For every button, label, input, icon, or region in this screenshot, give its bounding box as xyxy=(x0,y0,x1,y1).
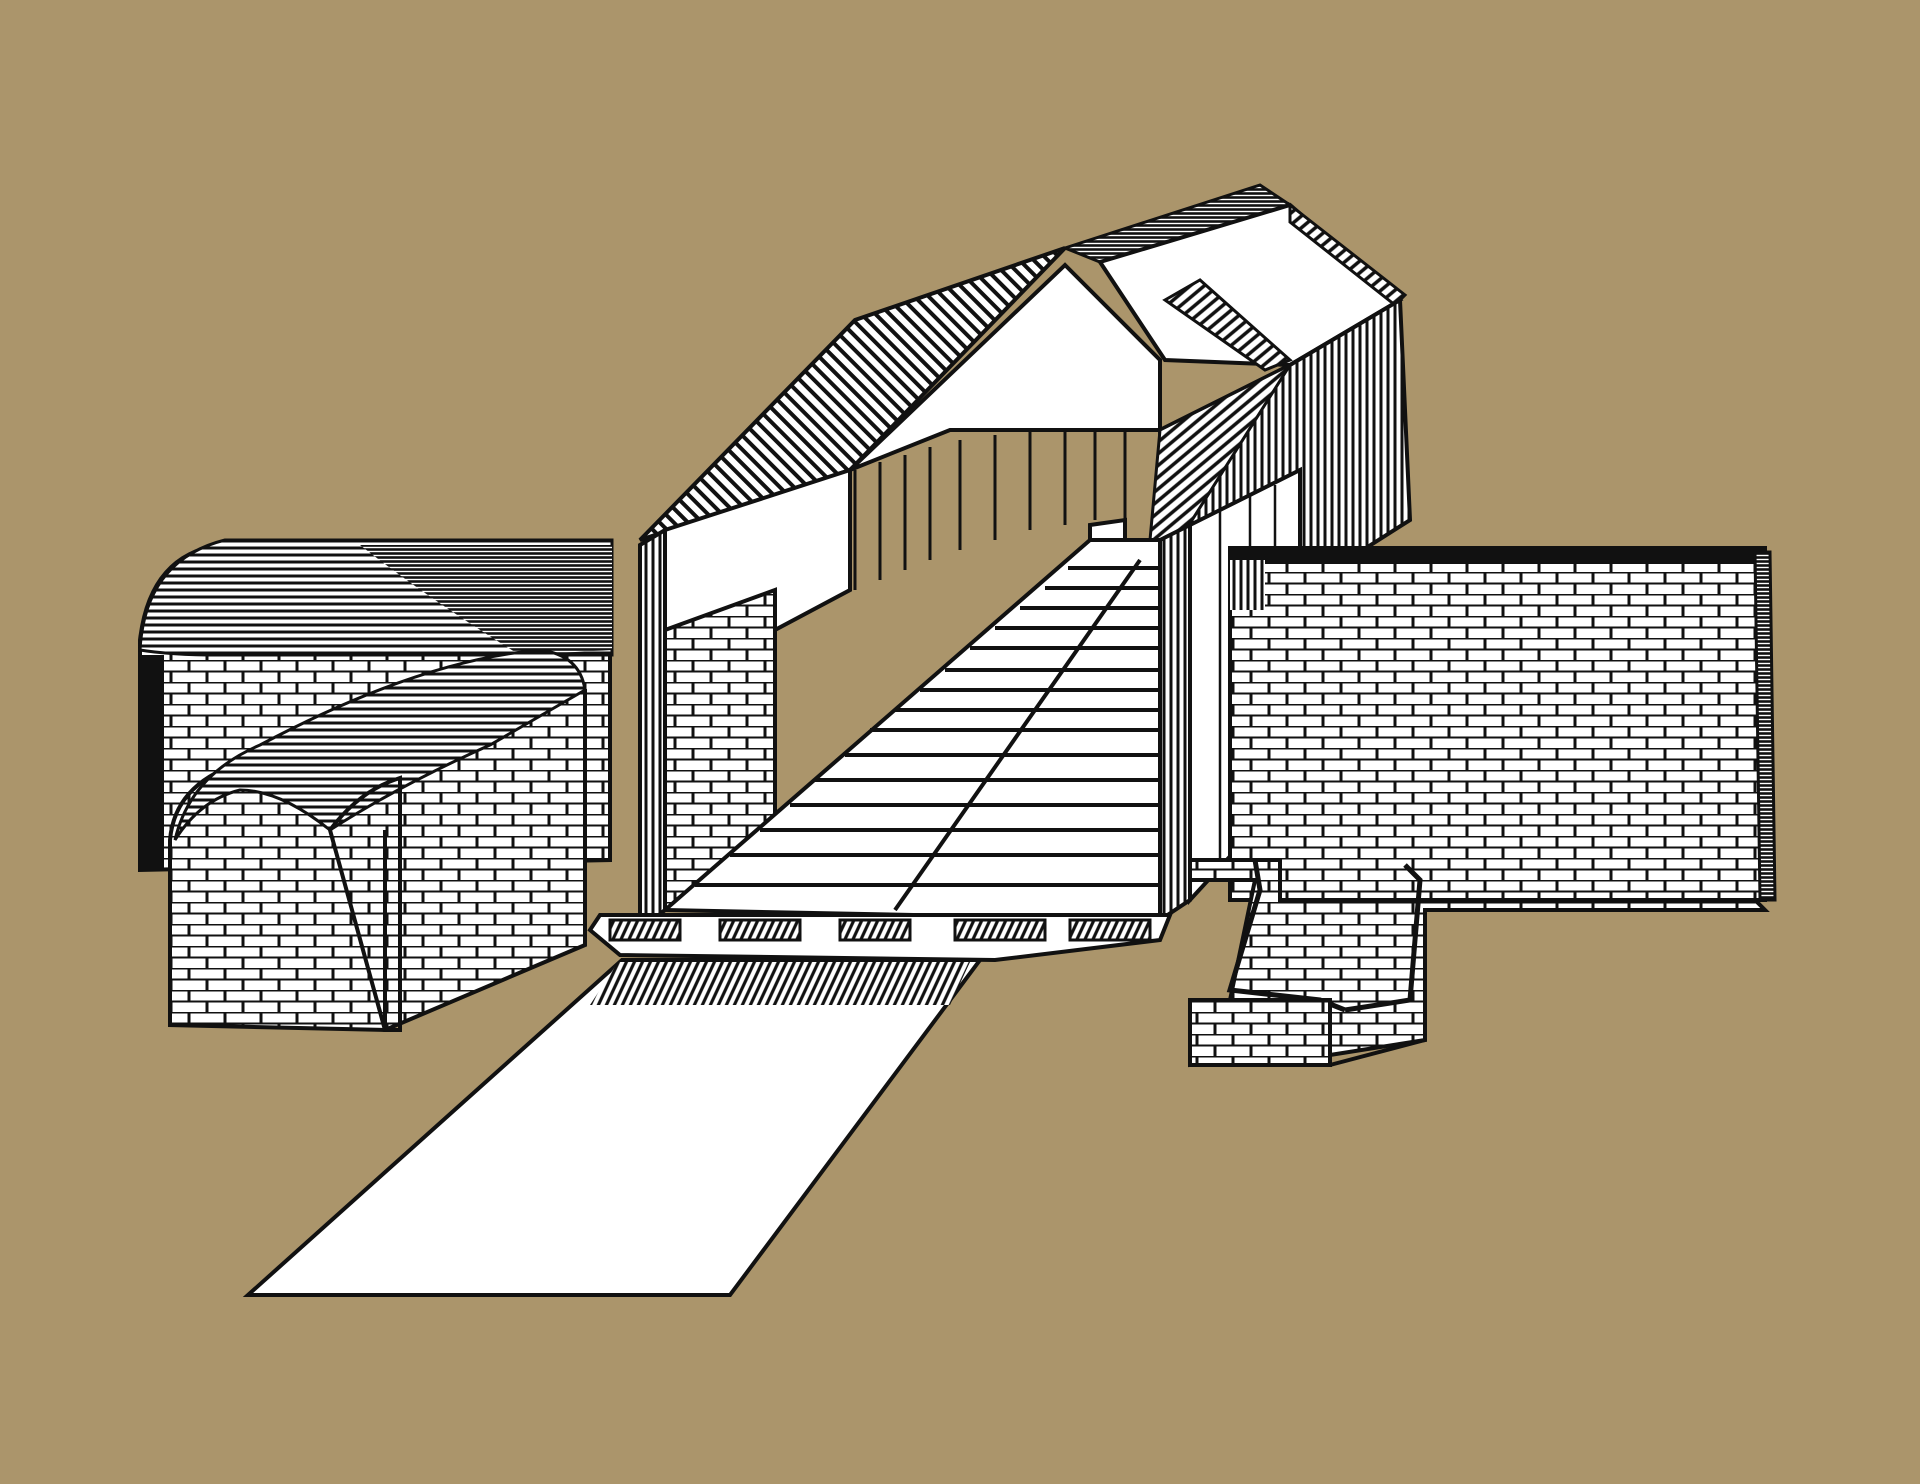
left-arched-brick-abutment xyxy=(138,538,614,1033)
right-brick-abutment-wall xyxy=(1228,546,1777,902)
plank-deck xyxy=(587,538,1173,963)
gabled-roof xyxy=(638,183,1413,608)
stepped-brick-wing-wall xyxy=(1188,858,1770,1068)
